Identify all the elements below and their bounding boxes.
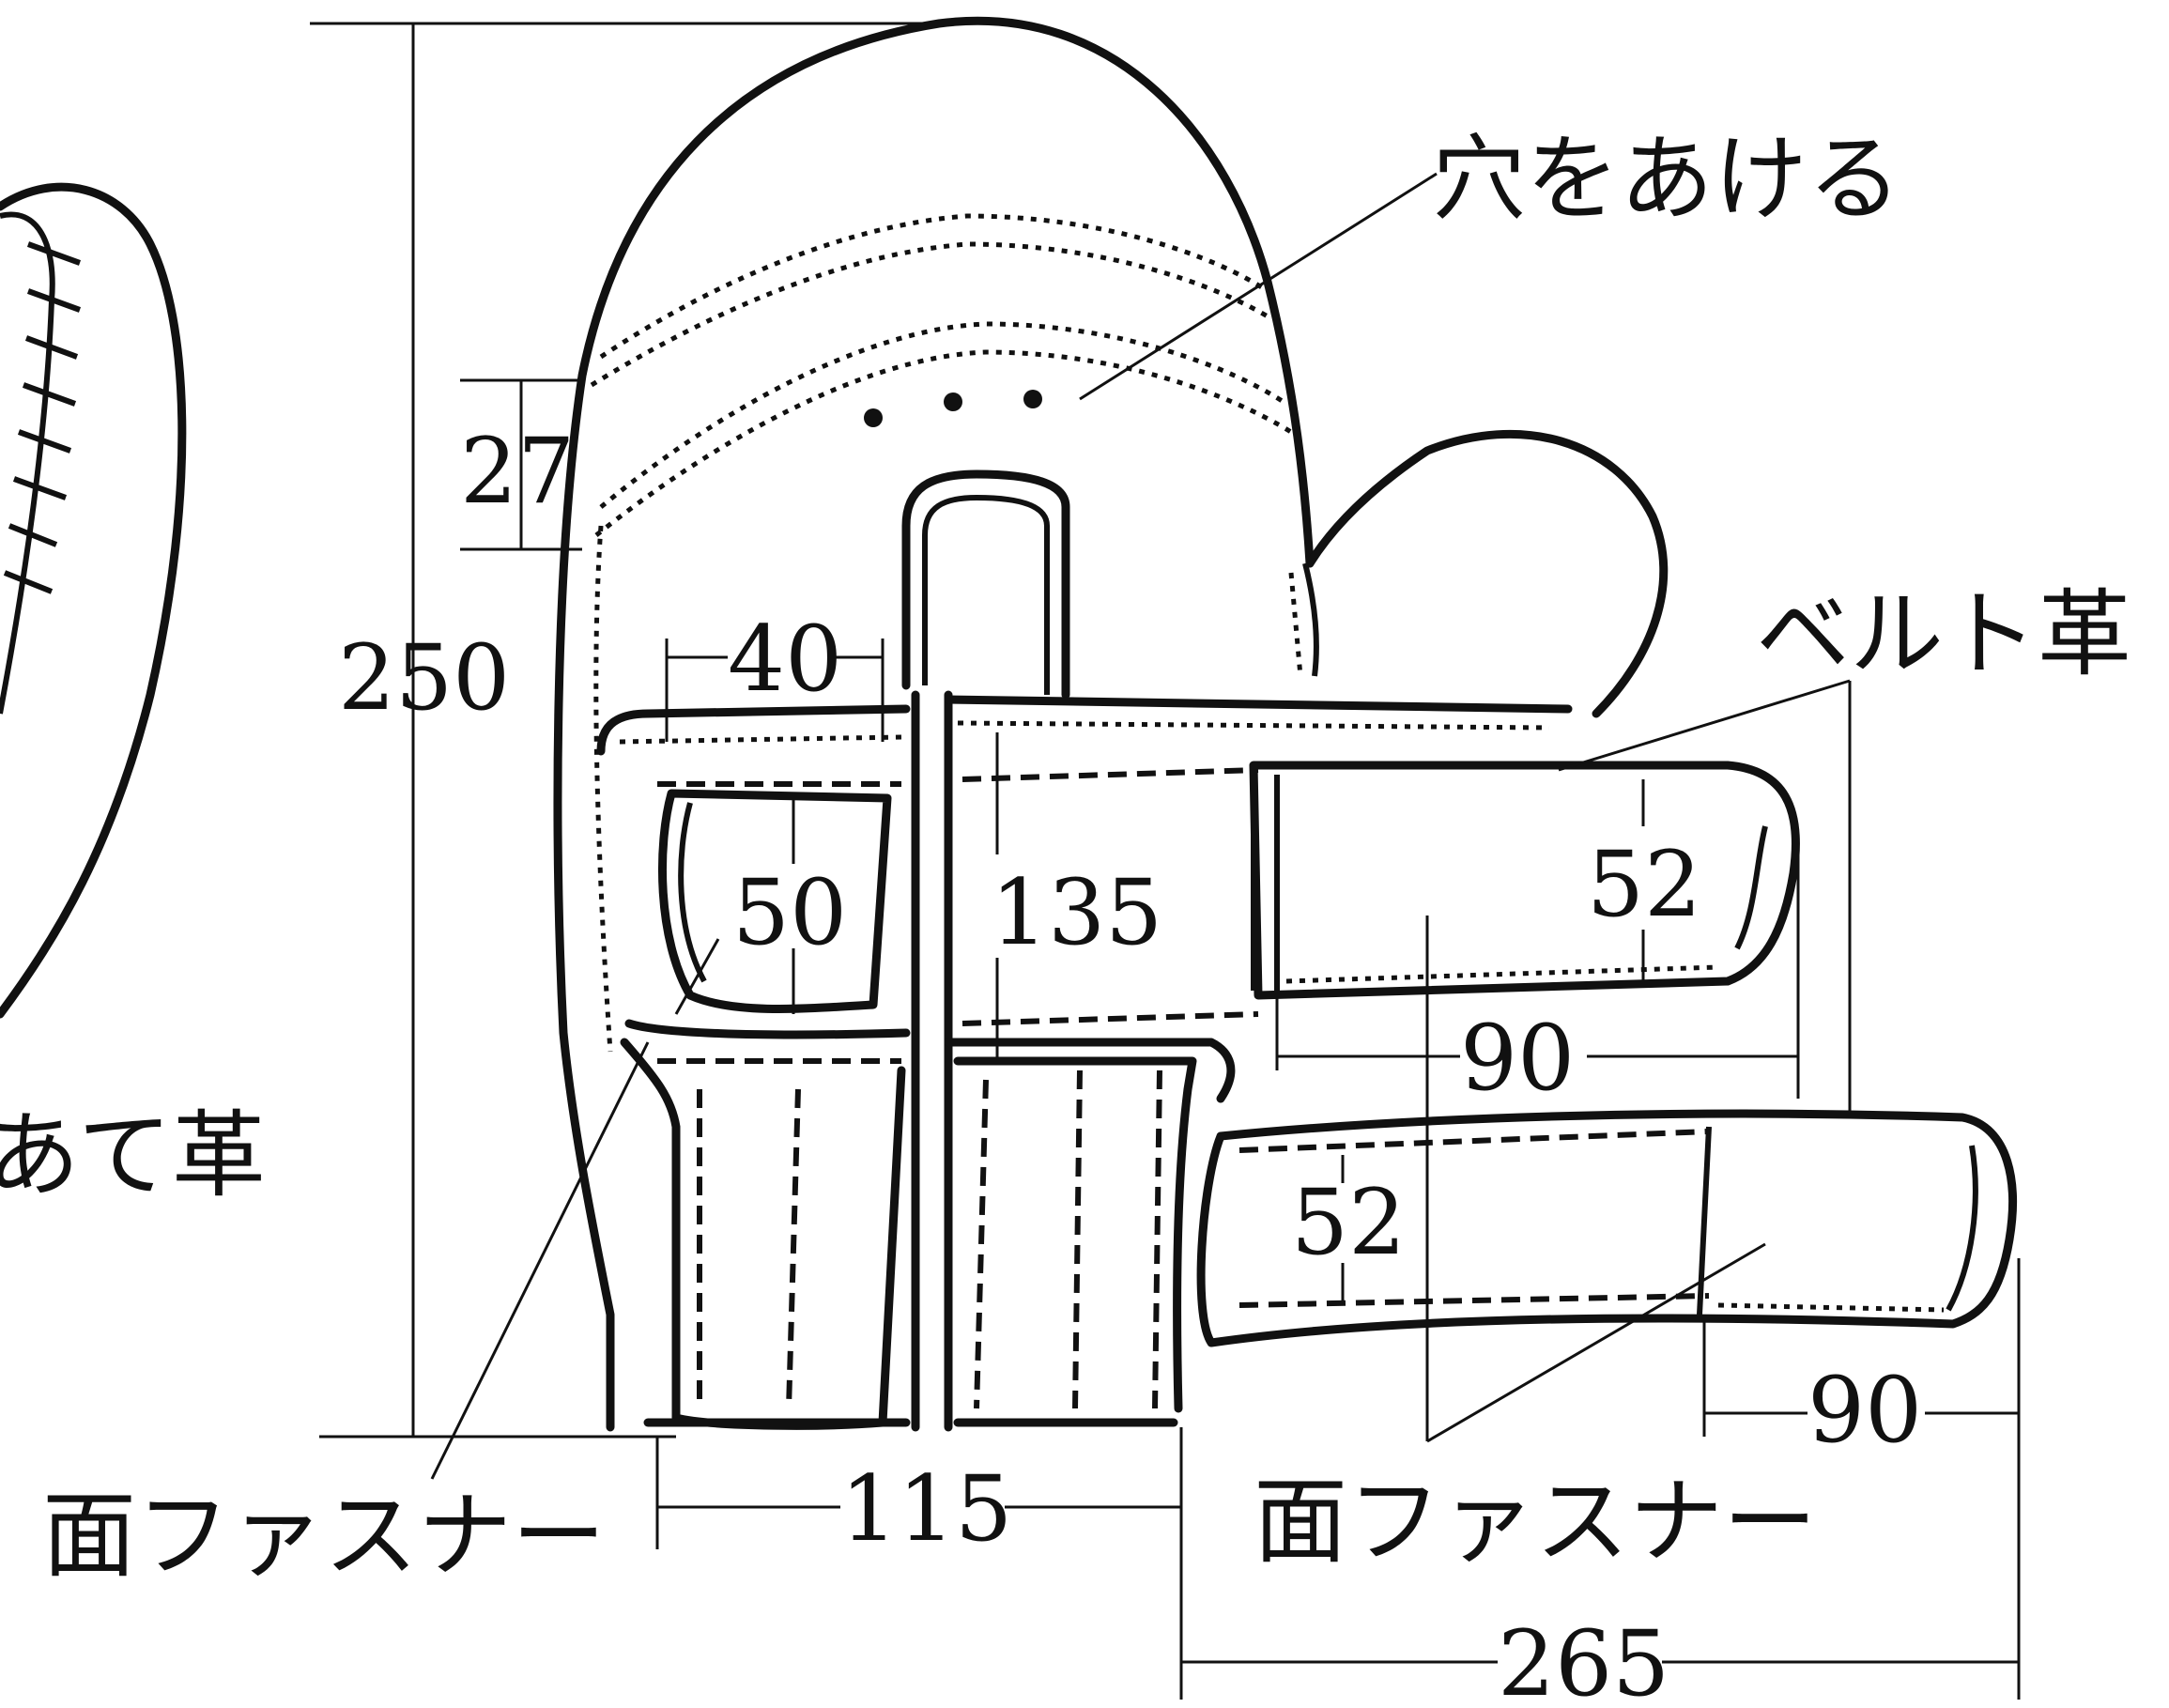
lower-belt bbox=[1196, 1109, 2017, 1347]
upper-belt bbox=[1249, 761, 1800, 1000]
dim-50: 50 bbox=[732, 860, 847, 965]
dim-90-lower: 90 bbox=[1808, 1358, 1922, 1463]
dim-52-upper: 52 bbox=[1587, 832, 1701, 937]
dim-40: 40 bbox=[728, 607, 842, 712]
center-slot bbox=[901, 469, 1070, 1432]
fastener-right-annotation: 面ファスナー bbox=[1254, 1467, 1817, 1577]
annotation-labels: 穴をあける ベルト革 あて革 面ファスナー 面ファスナー bbox=[0, 124, 2131, 1591]
dim-115: 115 bbox=[840, 1456, 1012, 1562]
right-pocket bbox=[944, 695, 1573, 1427]
holes-annotation: 穴をあける bbox=[1432, 124, 1901, 234]
dim-250: 250 bbox=[338, 625, 510, 731]
dim-135: 135 bbox=[991, 860, 1162, 965]
fastener-left-annotation: 面ファスナー bbox=[42, 1481, 606, 1591]
dim-265: 265 bbox=[1498, 1611, 1669, 1708]
belt-leather-annotation: ベルト革 bbox=[1756, 579, 2131, 689]
patch-leather-piece bbox=[0, 182, 187, 1019]
dimension-labels: 250 27 40 50 135 52 90 52 90 115 265 bbox=[338, 419, 1922, 1708]
dim-27: 27 bbox=[460, 419, 575, 524]
patch-leather-annotation: あて革 bbox=[0, 1100, 266, 1210]
dim-52-lower: 52 bbox=[1291, 1170, 1406, 1275]
dimension-lines bbox=[310, 22, 2021, 1700]
left-pocket bbox=[596, 704, 911, 1430]
dim-90-upper: 90 bbox=[1460, 1006, 1575, 1111]
